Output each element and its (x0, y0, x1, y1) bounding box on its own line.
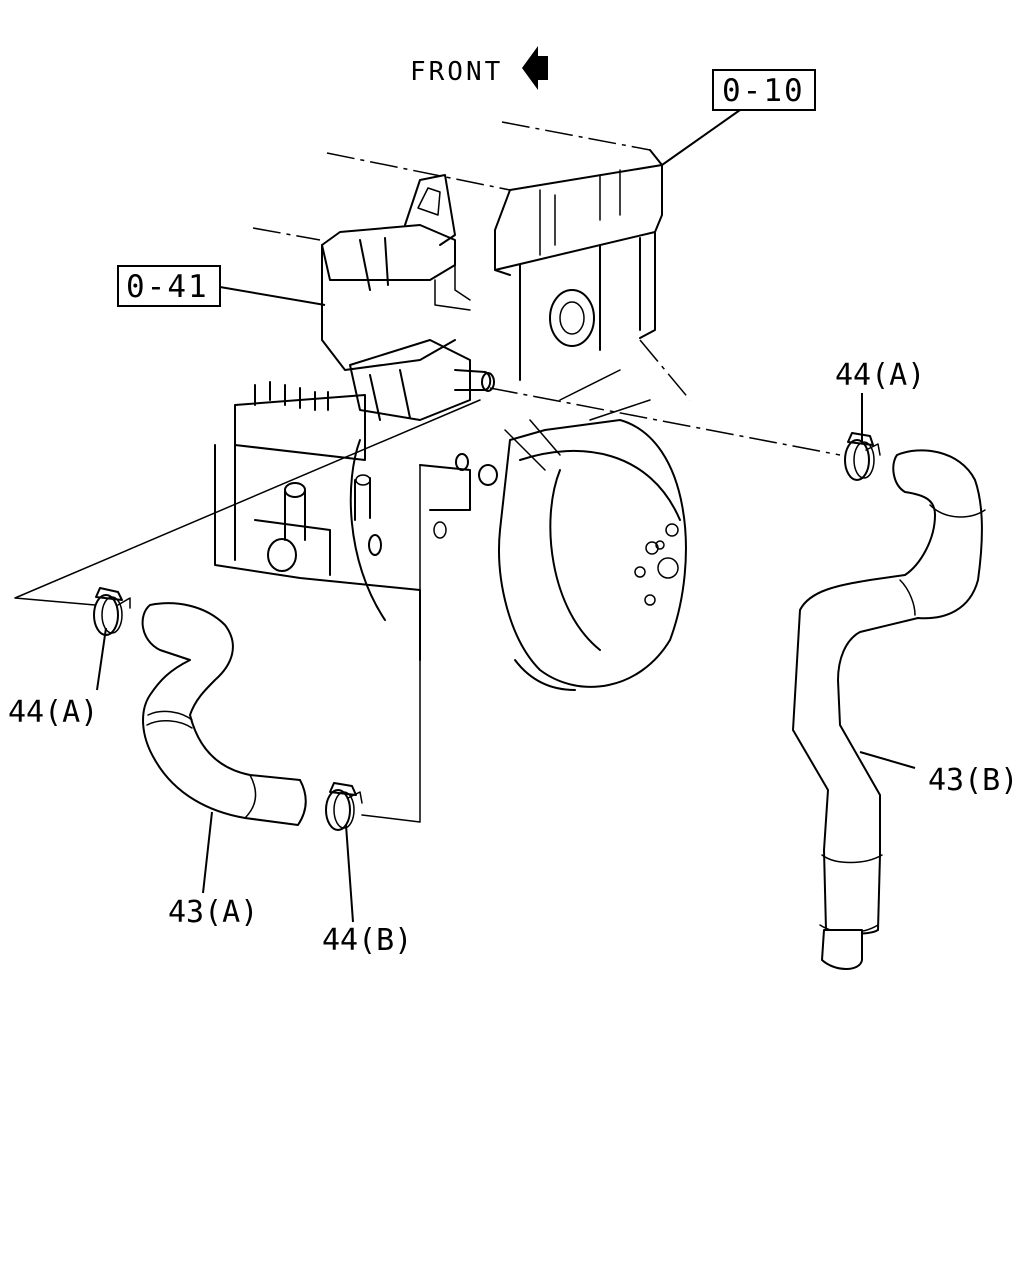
leader-line-bracket (219, 286, 326, 306)
hose-43a[interactable] (141, 602, 307, 826)
reference-label-engine: 0-10 (722, 73, 805, 109)
reference-box-engine[interactable]: 0-10 (712, 69, 816, 111)
callout-hose-43a: 43(A) (168, 895, 258, 930)
leader-line-clamp-44b (345, 824, 354, 923)
leader-line-hose-43a (202, 811, 213, 894)
hose-43b[interactable] (792, 449, 986, 970)
front-label: FRONT (410, 57, 503, 87)
leader-line-hose-43b (859, 751, 916, 769)
clamp-44b[interactable] (325, 782, 363, 831)
engine-assembly-drawing (214, 121, 691, 691)
leader-line-engine (661, 109, 741, 166)
reference-box-bracket[interactable]: 0-41 (117, 265, 221, 307)
callout-clamp-44b: 44(B) (322, 923, 412, 958)
callout-clamp-44a-left: 44(A) (8, 695, 98, 730)
reference-label-bracket: 0-41 (126, 269, 209, 305)
routing-line-upper (489, 387, 841, 456)
clamp-44a-left[interactable] (93, 587, 131, 636)
leader-line-clamp-44a-left (96, 627, 107, 691)
clamp-44a-right[interactable] (844, 432, 881, 481)
arrow-left-icon (522, 46, 548, 90)
routing-line-lower (361, 464, 421, 823)
callout-hose-43b: 43(B) (928, 763, 1018, 798)
routing-line-left (14, 399, 481, 606)
callout-clamp-44a-right: 44(A) (835, 358, 925, 393)
